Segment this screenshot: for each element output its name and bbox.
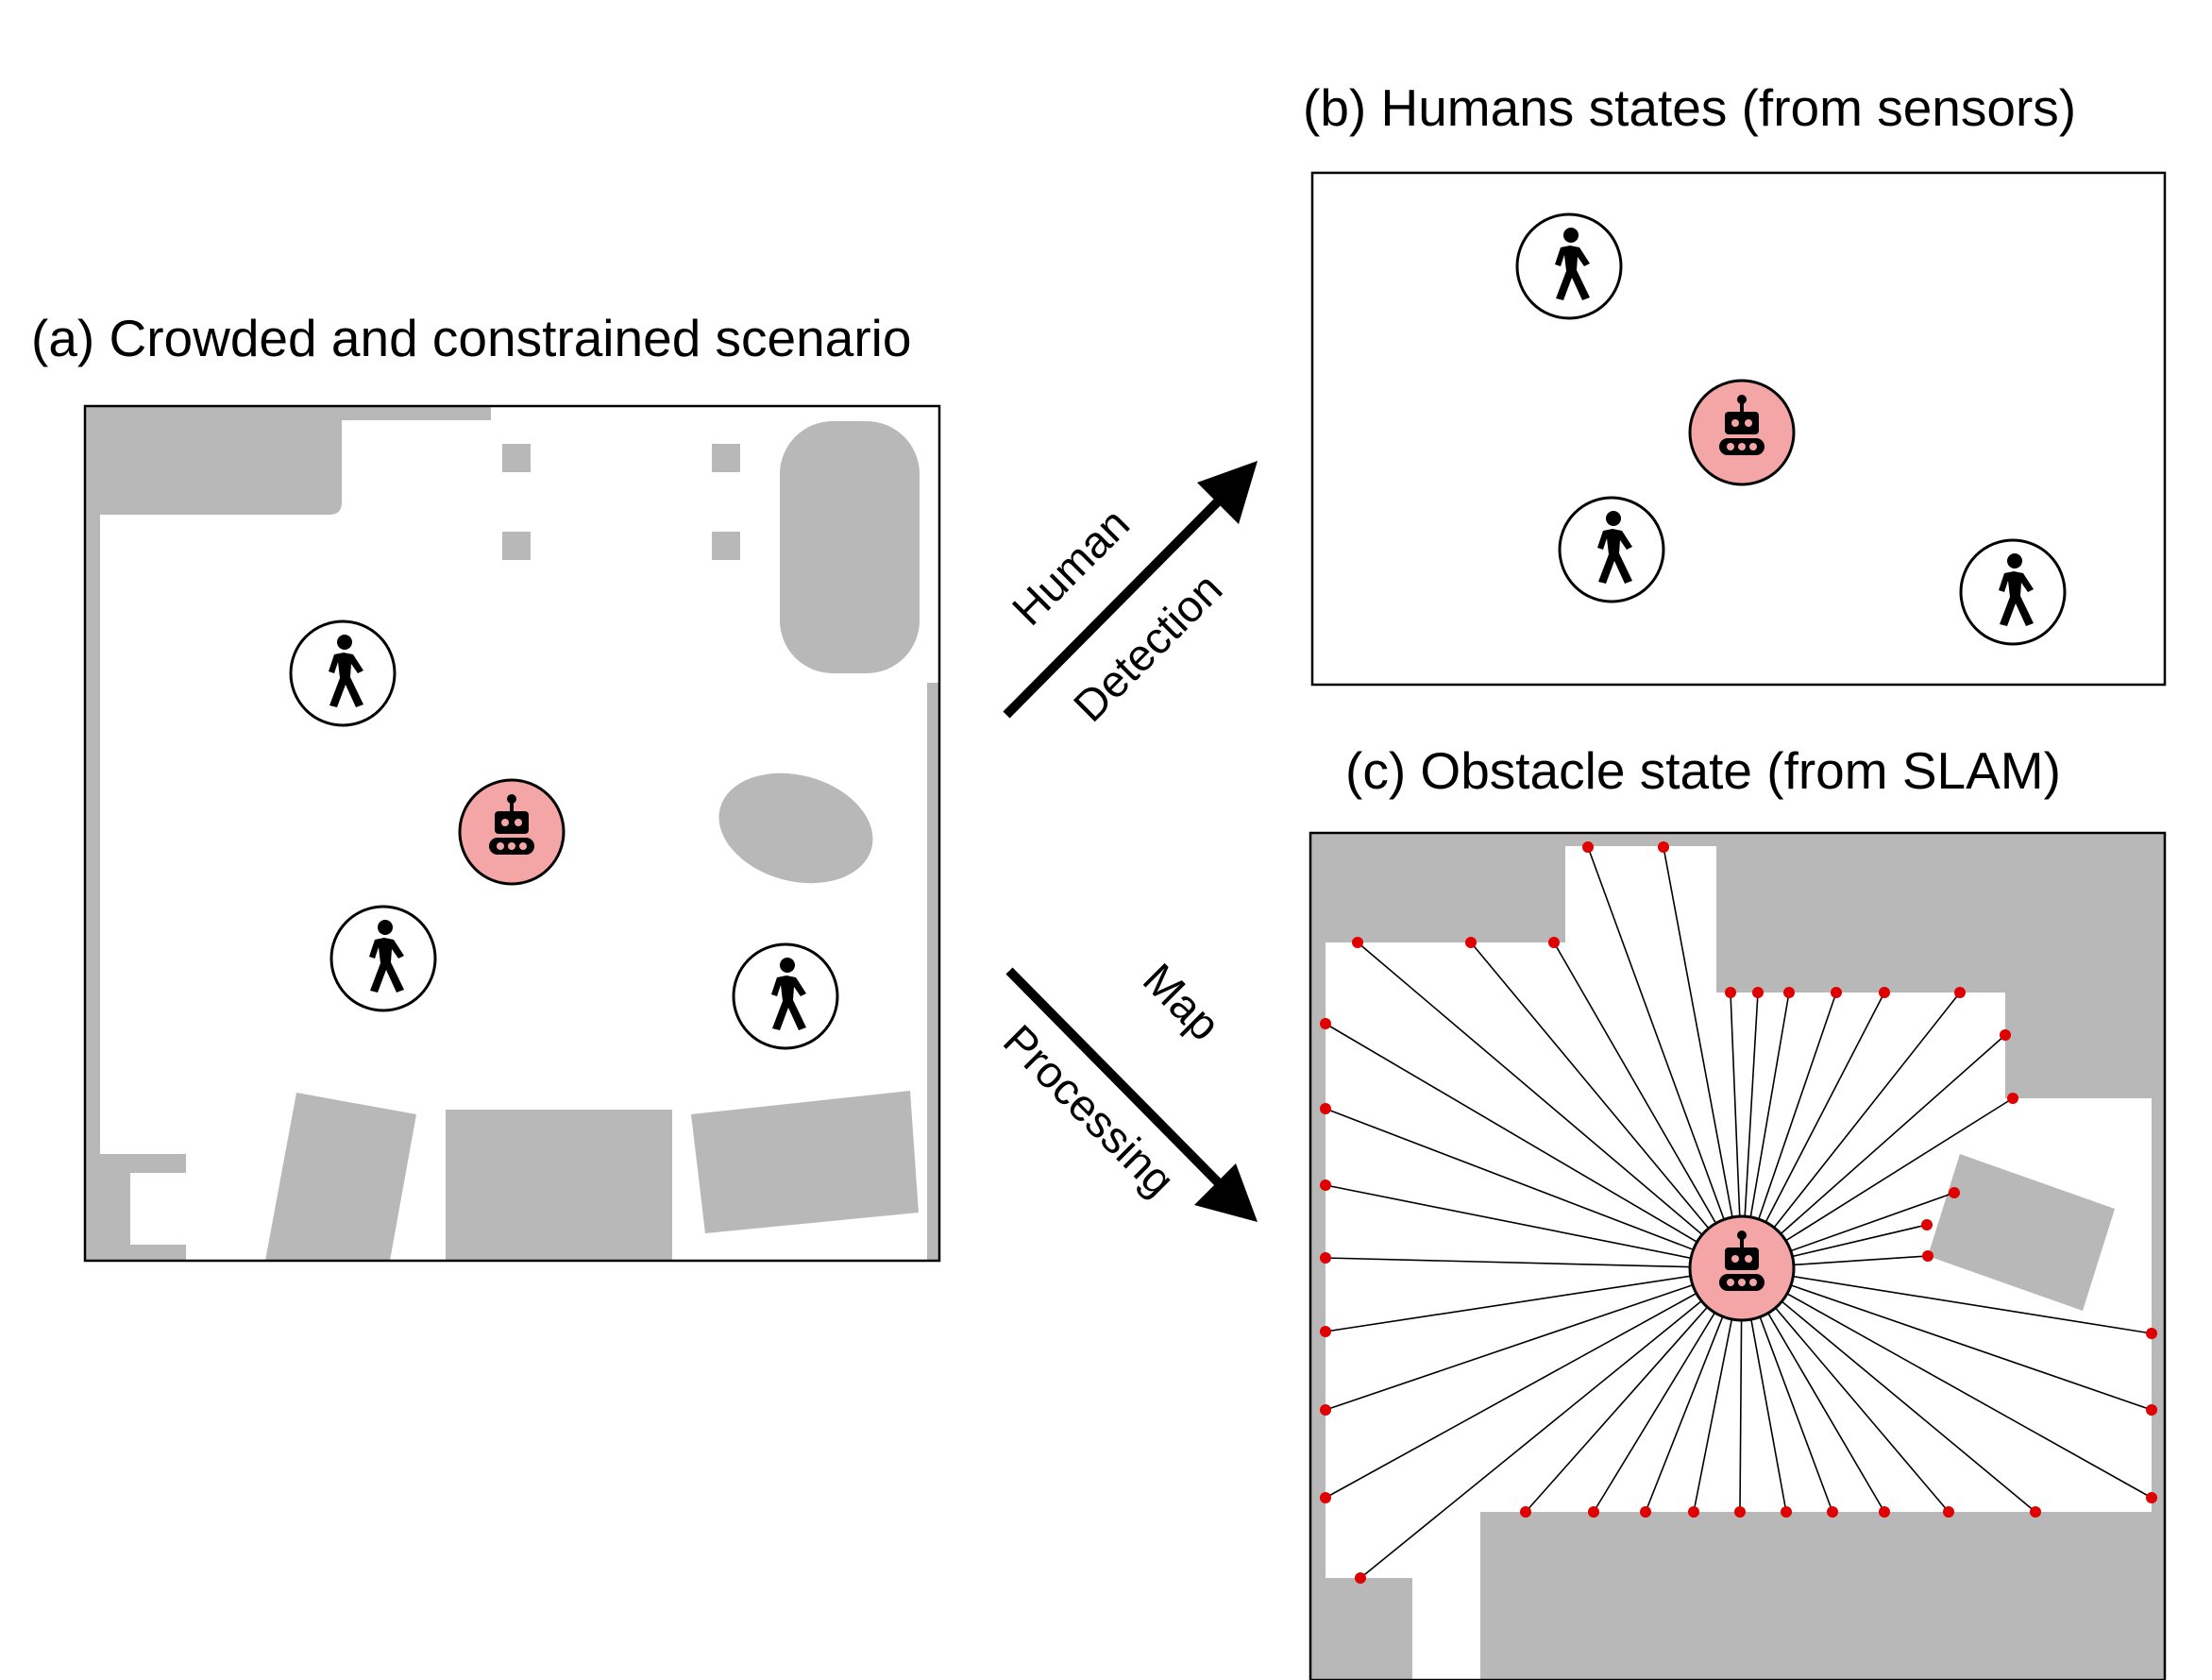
lidar-point xyxy=(1734,1506,1746,1518)
lidar-ray xyxy=(1325,1023,1743,1269)
lidar-ray xyxy=(1359,1267,1743,1579)
lidar-point xyxy=(1320,1179,1331,1191)
arrow-label-human: Human xyxy=(1003,498,1140,635)
lidar-point xyxy=(1640,1506,1651,1518)
lidar-ray xyxy=(1325,1267,1743,1332)
panel-a-obstacles xyxy=(85,406,939,1261)
lidar-point xyxy=(1355,1572,1366,1584)
lidar-point xyxy=(1320,1404,1331,1416)
lidar-point xyxy=(1725,987,1736,998)
lidar-points xyxy=(1320,841,2157,1584)
lidar-point xyxy=(1520,1506,1531,1518)
lidar-point xyxy=(1831,987,1842,998)
obstacle-box xyxy=(1928,1154,2115,1311)
lidar-ray xyxy=(1325,1257,1743,1269)
lidar-point xyxy=(1582,841,1594,853)
panel-a xyxy=(83,404,941,1263)
lidar-point xyxy=(1781,1506,1792,1518)
lidar-point xyxy=(1922,1250,1933,1262)
lidar-ray xyxy=(1741,1267,2153,1411)
lidar-point xyxy=(1548,937,1560,948)
pedestrian-icon xyxy=(329,905,437,1012)
lidar-point xyxy=(1879,987,1890,998)
arrow-label-map: Map xyxy=(1134,954,1230,1050)
lidar-point xyxy=(1465,937,1477,948)
lidar-ray xyxy=(1741,992,1961,1269)
pedestrian-icon xyxy=(1959,538,2067,646)
lidar-point xyxy=(1827,1506,1838,1518)
lidar-ray xyxy=(1325,1267,1743,1499)
lidar-point xyxy=(1752,987,1764,998)
lidar-point xyxy=(1320,1326,1331,1337)
lidar-ray xyxy=(1553,942,1743,1269)
robot-icon xyxy=(1688,1214,1796,1322)
lidar-ray xyxy=(1741,1034,2006,1269)
panel-c xyxy=(1309,831,2167,1680)
panel-c-title: (c) Obstacle state (from SLAM) xyxy=(1345,741,2061,800)
panel-b xyxy=(1310,171,2167,687)
lidar-point xyxy=(1658,841,1669,853)
lidar-ray xyxy=(1741,1267,2153,1499)
pedestrian-icon xyxy=(1515,212,1623,320)
lidar-point xyxy=(1320,1252,1331,1264)
lidar-point xyxy=(2000,1029,2011,1041)
lidar-ray xyxy=(1741,1267,2153,1334)
lidar-ray xyxy=(1325,1184,1743,1269)
map-processing-arrow: Map Processing xyxy=(994,954,1258,1222)
lidar-point xyxy=(2146,1404,2157,1416)
panel-b-title: (b) Humans states (from sensors) xyxy=(1303,78,2076,137)
lidar-point xyxy=(1320,1103,1331,1114)
lidar-point xyxy=(1352,937,1363,948)
lidar-point xyxy=(1949,1187,1960,1198)
robot-icon xyxy=(1688,379,1796,486)
pedestrian-icon xyxy=(289,619,397,727)
arrow-label-detection: Detection xyxy=(1064,563,1232,731)
lidar-point xyxy=(1783,987,1795,998)
pedestrian-icon xyxy=(732,942,839,1050)
lidar-ray xyxy=(1470,942,1743,1269)
lidar-ray xyxy=(1325,1108,1743,1269)
lidar-point xyxy=(2007,1093,2018,1104)
lidar-point xyxy=(2146,1492,2157,1503)
lidar-point xyxy=(1688,1506,1699,1518)
lidar-ray xyxy=(1525,1267,1743,1513)
lidar-point xyxy=(1879,1506,1890,1518)
lidar-point xyxy=(1954,987,1966,998)
lidar-ray xyxy=(1357,942,1743,1269)
lidar-point xyxy=(1921,1219,1933,1230)
lidar-rays xyxy=(1325,846,2153,1579)
arrow-label-processing: Processing xyxy=(994,1015,1185,1206)
panel-a-title: (a) Crowded and constrained scenario xyxy=(31,309,911,367)
lidar-point xyxy=(1943,1506,1954,1518)
lidar-ray xyxy=(1663,846,1743,1269)
lidar-point xyxy=(1588,1506,1599,1518)
pedestrian-icon xyxy=(1558,496,1665,603)
lidar-ray xyxy=(1741,1267,2036,1513)
lidar-point xyxy=(1320,1018,1331,1029)
lidar-point xyxy=(2030,1506,2041,1518)
robot-icon xyxy=(458,778,566,886)
lidar-point xyxy=(2146,1328,2157,1339)
human-detection-arrow: Human Detection xyxy=(1003,461,1258,731)
lidar-ray xyxy=(1325,1267,1743,1411)
lidar-ray xyxy=(1587,846,1743,1269)
lidar-point xyxy=(1320,1492,1331,1503)
